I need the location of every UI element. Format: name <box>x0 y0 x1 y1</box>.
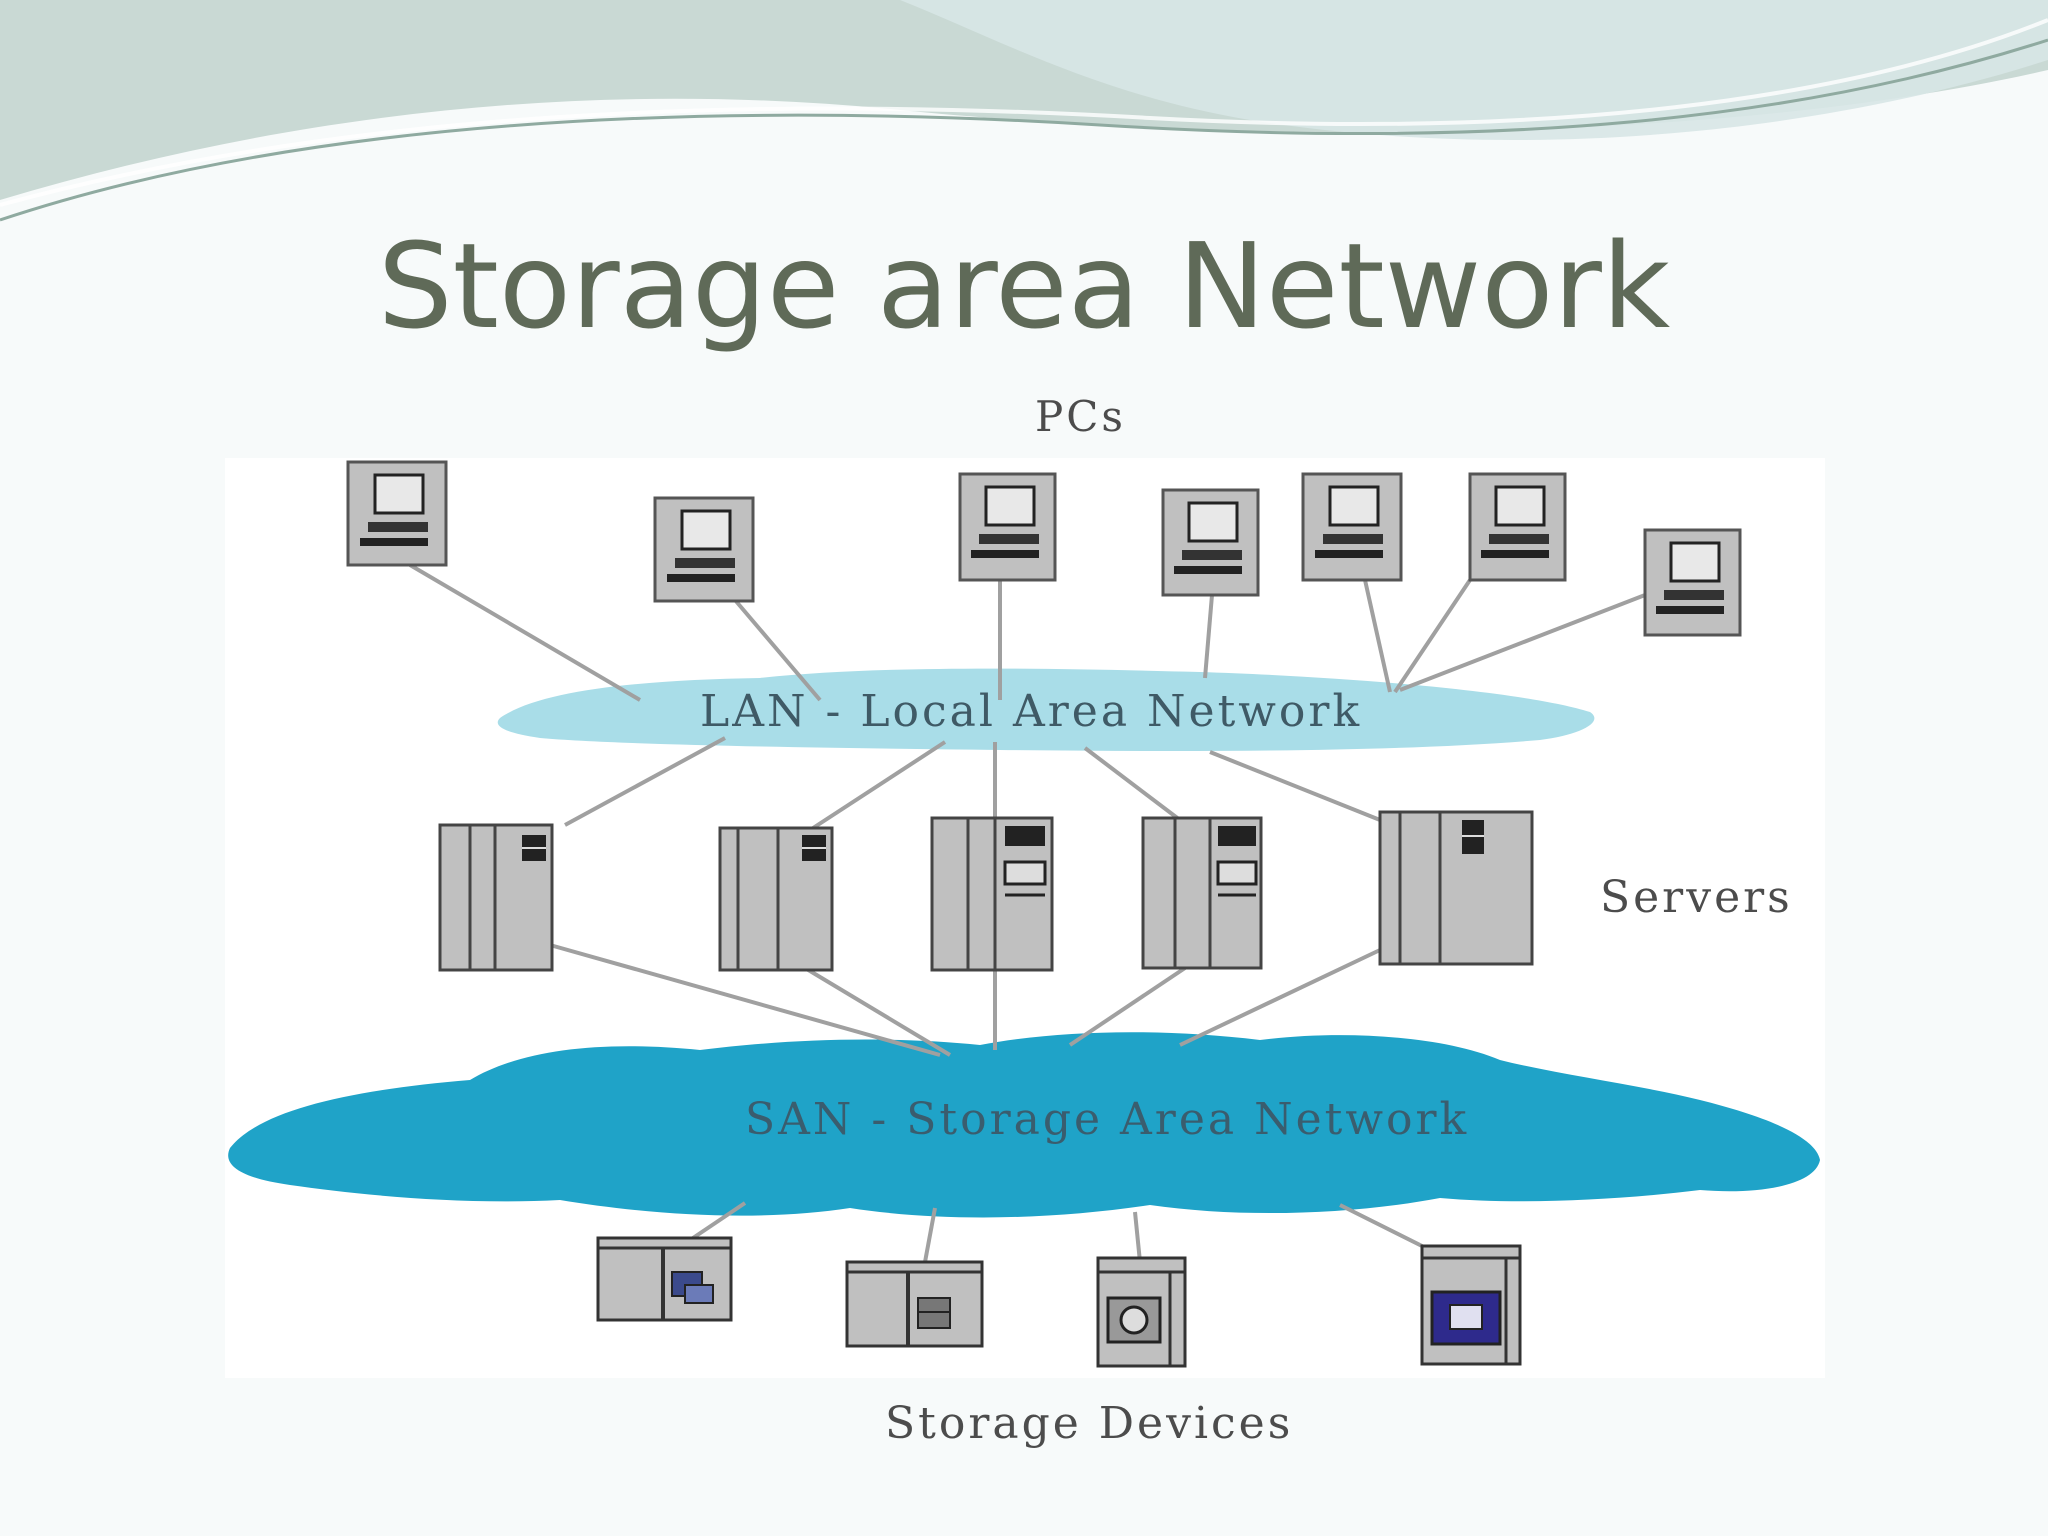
pc-icon <box>1161 488 1260 597</box>
san-cloud <box>228 1032 1820 1218</box>
storage-device-icon <box>1096 1256 1187 1368</box>
server-icon <box>930 816 1054 972</box>
server-icon <box>438 823 554 972</box>
pc-icon <box>346 460 448 567</box>
lan-label: LAN - Local Area Network <box>700 686 1363 737</box>
pc-icon <box>653 496 755 603</box>
header-wave-decoration <box>0 0 2048 222</box>
storage-devices-label: Storage Devices <box>885 1398 1294 1449</box>
pcs-label: PCs <box>1035 392 1126 441</box>
slide-title: Storage area Network <box>377 217 1671 355</box>
server-icon <box>1141 816 1263 970</box>
servers-label: Servers <box>1600 872 1793 923</box>
pc-icon <box>1468 472 1567 582</box>
server-icon <box>1378 810 1534 966</box>
pc-icon <box>958 472 1057 582</box>
storage-device-icon <box>596 1236 733 1322</box>
storage-device-icon <box>845 1260 984 1348</box>
pc-icon <box>1301 472 1403 582</box>
lan-cloud <box>497 668 1595 751</box>
san-label: SAN - Storage Area Network <box>745 1094 1470 1145</box>
server-icon <box>718 826 834 972</box>
storage-device-icon <box>1420 1244 1522 1366</box>
pc-icon <box>1643 528 1742 637</box>
